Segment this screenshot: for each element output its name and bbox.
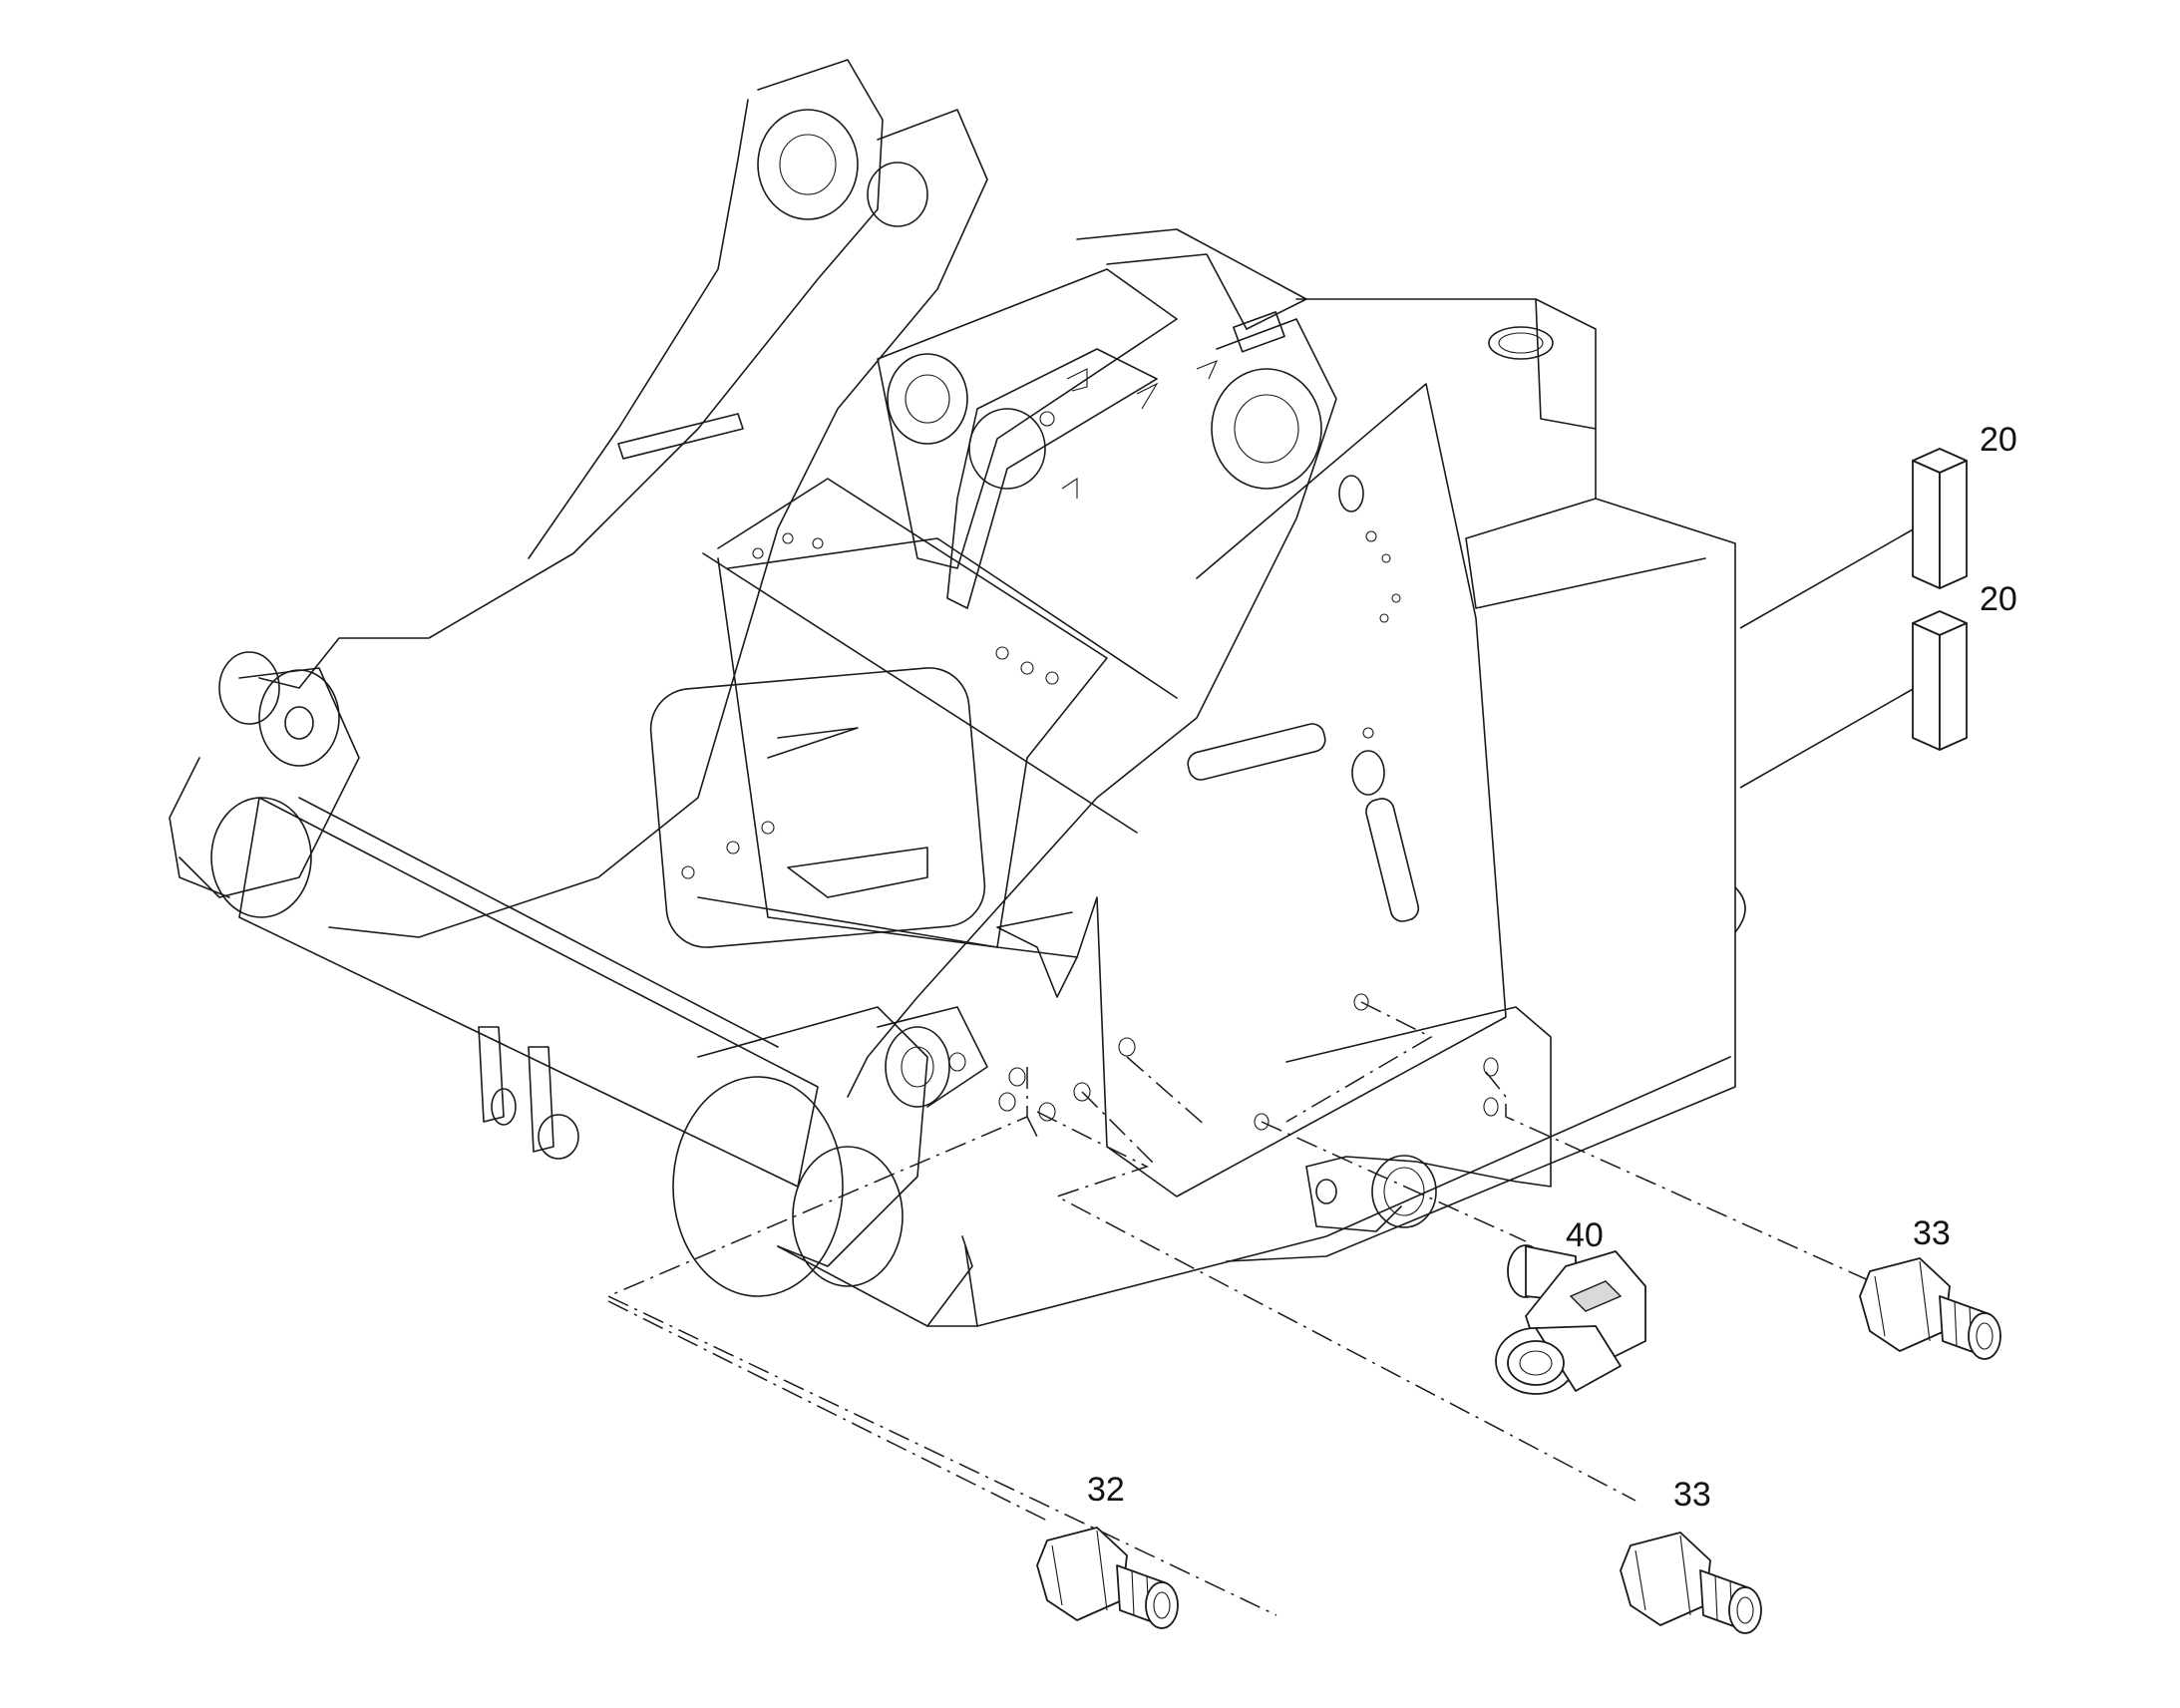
part-33-fitting-upper <box>1859 1257 2001 1360</box>
callout-40: 40 <box>1566 1216 1604 1254</box>
callout-33-upper: 33 <box>1913 1214 1951 1252</box>
part-33-fitting-lower <box>1620 1532 1762 1634</box>
callout-33-lower: 33 <box>1673 1476 1711 1514</box>
callout-32: 32 <box>1087 1471 1125 1509</box>
part-40-elbow-fitting <box>1495 1244 1646 1395</box>
part-20-bar-lower <box>1912 610 1968 751</box>
assembly-center-lines <box>606 1001 1916 1616</box>
callout-20-lower: 20 <box>1980 580 2017 618</box>
part-32-fitting <box>1036 1527 1179 1629</box>
loader-front-frame <box>169 59 1746 1327</box>
callout-20-upper: 20 <box>1980 421 2017 459</box>
part-20-bar-upper <box>1912 448 1968 589</box>
leader-lines <box>1739 527 1916 789</box>
